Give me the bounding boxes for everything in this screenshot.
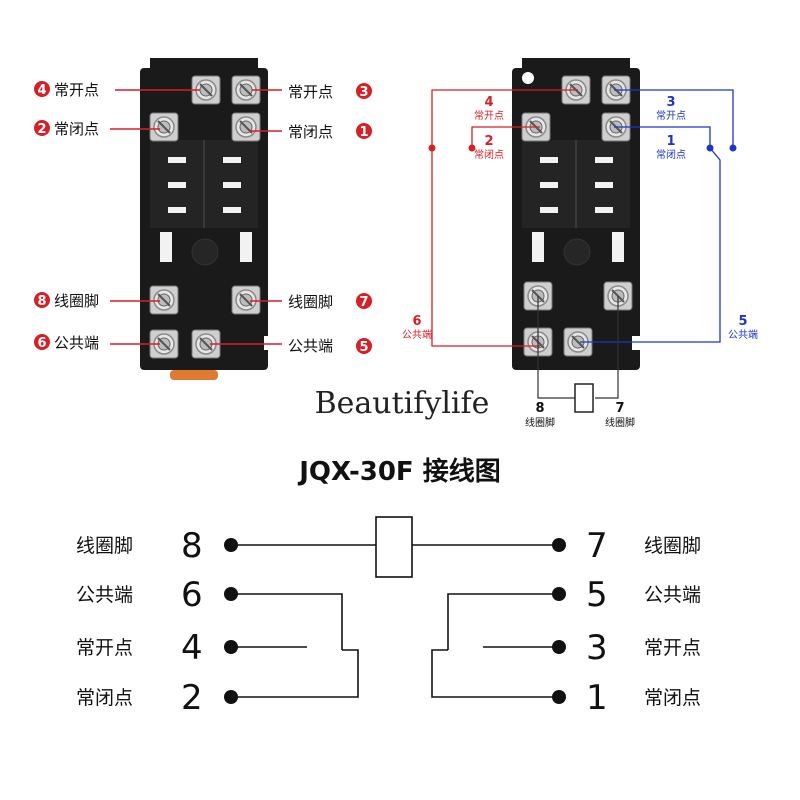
row-label: 常开点 xyxy=(644,637,701,659)
terminal-number: 3 xyxy=(666,95,675,110)
row-label: 线圈脚 xyxy=(76,535,133,557)
brand-logo-text: Beautifylife xyxy=(315,386,490,421)
right-terminal-4-label: 4 常开点 xyxy=(474,95,504,122)
row-label: 公共端 xyxy=(644,584,701,606)
badge-number: 6 xyxy=(37,336,46,351)
left-terminal-6-label: 6 公共端 xyxy=(34,334,99,352)
terminal-number: 4 xyxy=(484,95,493,110)
row-number: 7 xyxy=(586,526,608,566)
left-terminal-7-label: 线圈脚 7 xyxy=(288,293,372,311)
left-terminal-1-label: 常闭点 1 xyxy=(288,123,372,141)
right-red-wiring xyxy=(428,89,578,347)
left-terminal-2-label: 2 常闭点 xyxy=(34,120,99,138)
row-number: 2 xyxy=(181,678,203,718)
row-number: 3 xyxy=(586,628,608,668)
row-number: 8 xyxy=(181,526,203,566)
right-terminal-1-label: 1 常闭点 xyxy=(656,134,686,161)
terminal-label: 常闭点 xyxy=(288,123,333,141)
terminal-label: 线圈脚 xyxy=(288,293,333,311)
badge-number: 3 xyxy=(359,85,368,100)
terminal-label: 常闭点 xyxy=(656,148,686,161)
right-blue-wiring xyxy=(580,89,737,343)
terminal-label: 公共端 xyxy=(728,328,758,341)
row-number: 6 xyxy=(181,575,203,615)
schematic-row-1: 1 常闭点 xyxy=(586,678,701,718)
badge-number: 7 xyxy=(359,295,368,310)
left-terminal-4-label: 4 常开点 xyxy=(34,81,99,99)
right-coil-wiring xyxy=(537,296,619,413)
right-terminal-8-label: 8 线圈脚 xyxy=(525,401,555,429)
schematic-row-3: 3 常开点 xyxy=(586,628,701,668)
terminal-number: 8 xyxy=(535,401,544,416)
left-terminal-5-label: 公共端 5 xyxy=(288,337,372,355)
left-relay-socket-photo xyxy=(140,58,274,380)
terminal-label: 公共端 xyxy=(402,328,432,341)
terminal-number: 2 xyxy=(484,134,493,149)
badge-number: 4 xyxy=(37,83,46,98)
right-terminal-7-label: 7 线圈脚 xyxy=(605,401,635,429)
badge-number: 8 xyxy=(37,294,46,309)
terminal-label: 线圈脚 xyxy=(525,416,555,429)
schematic-row-7: 7 线圈脚 xyxy=(586,526,701,566)
terminal-label: 常开点 xyxy=(656,109,686,122)
schematic-row-6: 公共端 6 xyxy=(76,575,203,615)
terminal-label: 常开点 xyxy=(288,83,333,101)
left-terminal-8-label: 8 线圈脚 xyxy=(34,292,99,310)
right-terminal-3-label: 3 常开点 xyxy=(656,95,686,122)
terminal-label: 常闭点 xyxy=(54,120,99,138)
schematic-row-5: 5 公共端 xyxy=(586,575,701,615)
terminal-number: 1 xyxy=(666,134,675,149)
row-label: 常闭点 xyxy=(644,687,701,709)
left-callout-lines xyxy=(110,89,282,345)
badge-number: 5 xyxy=(359,340,368,355)
right-relay-socket-photo xyxy=(512,58,642,370)
terminal-label: 公共端 xyxy=(288,337,333,355)
schematic-terminal-dots xyxy=(224,538,566,704)
schematic-row-4: 常开点 4 xyxy=(76,628,203,668)
terminal-number: 7 xyxy=(615,401,624,416)
right-terminal-5-label: 5 公共端 xyxy=(728,314,758,341)
schematic-row-8: 线圈脚 8 xyxy=(76,526,203,566)
terminal-label: 常闭点 xyxy=(474,148,504,161)
row-label: 常开点 xyxy=(76,637,133,659)
schematic-row-2: 常闭点 2 xyxy=(76,678,203,718)
diagram-title: JQX-30F 接线图 xyxy=(297,457,501,487)
terminal-number: 6 xyxy=(412,314,421,329)
badge-number: 1 xyxy=(359,125,368,140)
badge-number: 2 xyxy=(37,122,46,137)
right-terminal-6-label: 6 公共端 xyxy=(402,314,432,341)
terminal-label: 公共端 xyxy=(54,334,99,352)
right-terminal-2-label: 2 常闭点 xyxy=(474,134,504,161)
terminal-label: 线圈脚 xyxy=(54,292,99,310)
row-number: 1 xyxy=(586,678,608,718)
terminal-label: 常开点 xyxy=(474,109,504,122)
left-terminal-3-label: 常开点 3 xyxy=(288,83,372,101)
row-number: 5 xyxy=(586,575,608,615)
row-label: 线圈脚 xyxy=(644,535,701,557)
terminal-label: 线圈脚 xyxy=(605,416,635,429)
row-label: 公共端 xyxy=(76,584,133,606)
row-number: 4 xyxy=(181,628,203,668)
terminal-label: 常开点 xyxy=(54,81,99,99)
terminal-number: 5 xyxy=(738,314,747,329)
schematic-lines xyxy=(231,516,559,698)
row-label: 常闭点 xyxy=(76,687,133,709)
